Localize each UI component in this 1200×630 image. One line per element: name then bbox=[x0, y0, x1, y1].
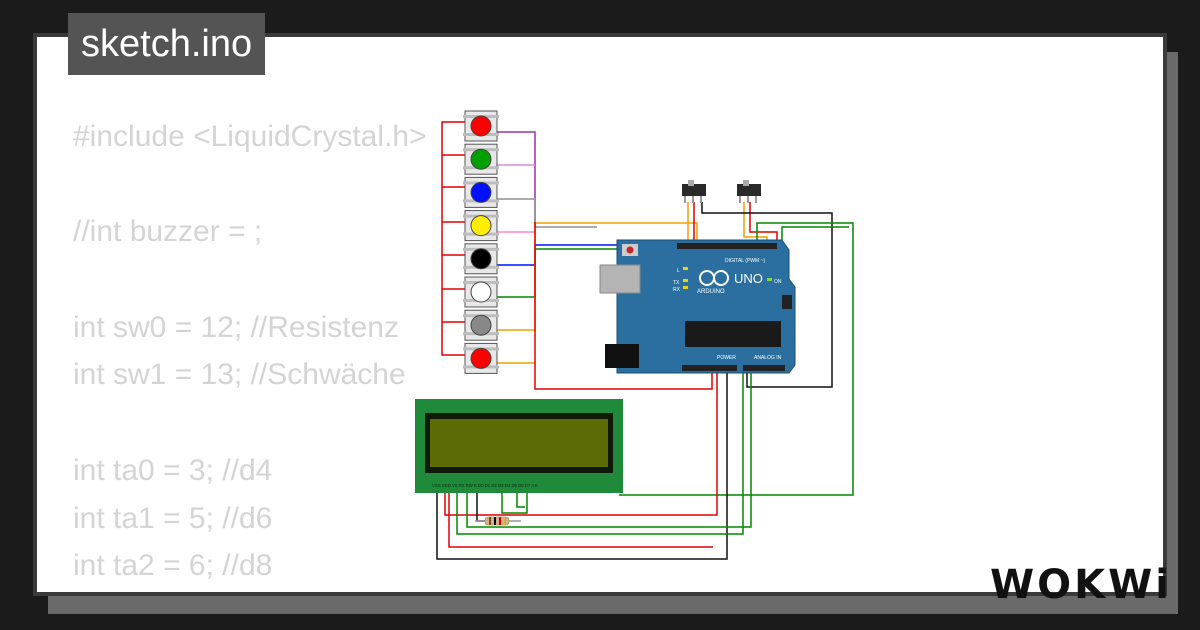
push-button-4 bbox=[463, 210, 499, 242]
code-line: int sw1 = 13; //Schwäche bbox=[73, 358, 406, 392]
digital-header bbox=[677, 243, 777, 249]
file-name-tag: sketch.ino bbox=[68, 13, 266, 75]
push-button-cap bbox=[470, 181, 492, 203]
circuit-diagram: UNO ARDUINO DIGITAL (PWM ~) POWER ANALOG… bbox=[415, 110, 854, 560]
wire-button-ground-rail bbox=[441, 121, 465, 356]
code-line: #include <LiquidCrystal.h> bbox=[73, 120, 427, 153]
wire-lcd-black bbox=[436, 370, 728, 560]
tx-label: TX bbox=[673, 280, 680, 286]
lcd-display: VSS VDD V0 RS RW E D0 D1 D2 D3 D4 D5 D6 … bbox=[415, 399, 623, 493]
usb-port bbox=[599, 264, 641, 294]
push-button-cap bbox=[470, 314, 492, 336]
wire-lcd-green4 bbox=[516, 492, 525, 508]
slide-switch-1 bbox=[682, 180, 706, 203]
wire-switch-black bbox=[701, 202, 833, 388]
wokwi-logo: WOKWi bbox=[990, 562, 1172, 608]
code-line: //int buzzer = ; bbox=[73, 215, 263, 249]
push-button-cap bbox=[470, 148, 492, 170]
wire-lcd-red2 bbox=[448, 492, 713, 548]
push-button-cap bbox=[470, 281, 492, 303]
analog-header bbox=[743, 365, 785, 371]
wire-button-5 bbox=[497, 244, 637, 266]
analog-label: ANALOG IN bbox=[754, 355, 782, 361]
push-button-5 bbox=[463, 243, 499, 275]
push-button-8 bbox=[463, 342, 499, 374]
wire-lcd-green1 bbox=[456, 370, 744, 535]
push-button-cap bbox=[470, 215, 492, 237]
resistor bbox=[475, 516, 521, 526]
wire-green-right bbox=[619, 222, 854, 496]
wire-button-4 bbox=[497, 231, 536, 237]
push-button-6 bbox=[463, 276, 499, 308]
preview-card: #include <LiquidCrystal.h> //int buzzer =… bbox=[33, 33, 1167, 596]
code-preview: #include <LiquidCrystal.h> //int buzzer =… bbox=[73, 113, 427, 592]
code-line: int ta1 = 5; //d6 bbox=[73, 501, 273, 535]
power-header bbox=[682, 365, 737, 371]
wire-lcd-green2 bbox=[466, 370, 752, 528]
push-button-1 bbox=[463, 110, 499, 142]
wire-switch-2b bbox=[749, 202, 778, 242]
lcd-pin-labels: VSS VDD V0 RS RW E D0 D1 D2 D3 D4 D5 D6 … bbox=[432, 483, 538, 488]
arduino-uno-board: UNO ARDUINO DIGITAL (PWM ~) POWER ANALOG… bbox=[599, 239, 796, 374]
code-line: int sw0 = 12; //Resistenz bbox=[73, 310, 399, 344]
board-brand-label: ARDUINO bbox=[697, 289, 725, 295]
digital-label: DIGITAL (PWM ~) bbox=[725, 258, 765, 264]
slide-switch-2 bbox=[737, 180, 761, 203]
push-button-2 bbox=[463, 143, 499, 175]
push-button-7 bbox=[463, 309, 499, 341]
push-button-cap bbox=[470, 248, 492, 270]
rx-label: RX bbox=[673, 287, 681, 293]
lcd-screen bbox=[430, 419, 608, 467]
l-label: L bbox=[677, 268, 680, 274]
board-model-label: UNO bbox=[734, 271, 763, 286]
wire-button-1 bbox=[497, 131, 536, 227]
wire-lcd-red bbox=[444, 370, 718, 516]
atmega-chip bbox=[685, 321, 781, 347]
code-line: int ta2 = 6; //d8 bbox=[73, 549, 273, 583]
wire-lcd-green3 bbox=[501, 492, 528, 514]
push-button-column bbox=[463, 110, 499, 374]
wire-button-3 bbox=[497, 198, 597, 228]
code-line: int ta0 = 3; //d4 bbox=[73, 453, 273, 487]
push-button-3 bbox=[463, 176, 499, 208]
power-label: POWER bbox=[717, 355, 736, 361]
on-label: ON bbox=[774, 279, 782, 285]
push-button-cap bbox=[470, 115, 492, 137]
wire-red-loop bbox=[534, 222, 713, 390]
wire-switch-2 bbox=[743, 202, 768, 242]
wires bbox=[436, 121, 854, 560]
push-button-cap bbox=[470, 347, 492, 369]
power-jack bbox=[605, 344, 639, 368]
